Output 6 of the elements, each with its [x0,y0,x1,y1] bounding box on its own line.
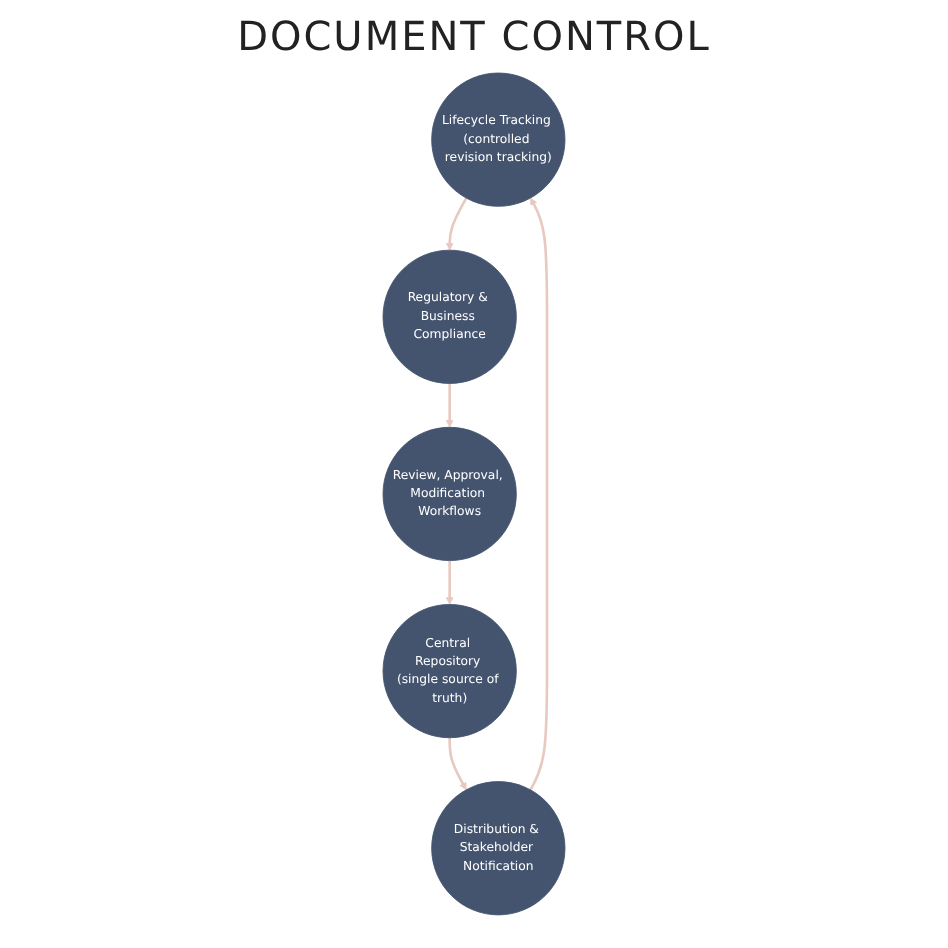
arrow [445,197,468,251]
arrow [448,737,467,791]
arrow [445,383,454,428]
diagram-title: DOCUMENT CONTROL [235,12,713,60]
arrow [529,197,549,791]
arrow [445,560,454,605]
